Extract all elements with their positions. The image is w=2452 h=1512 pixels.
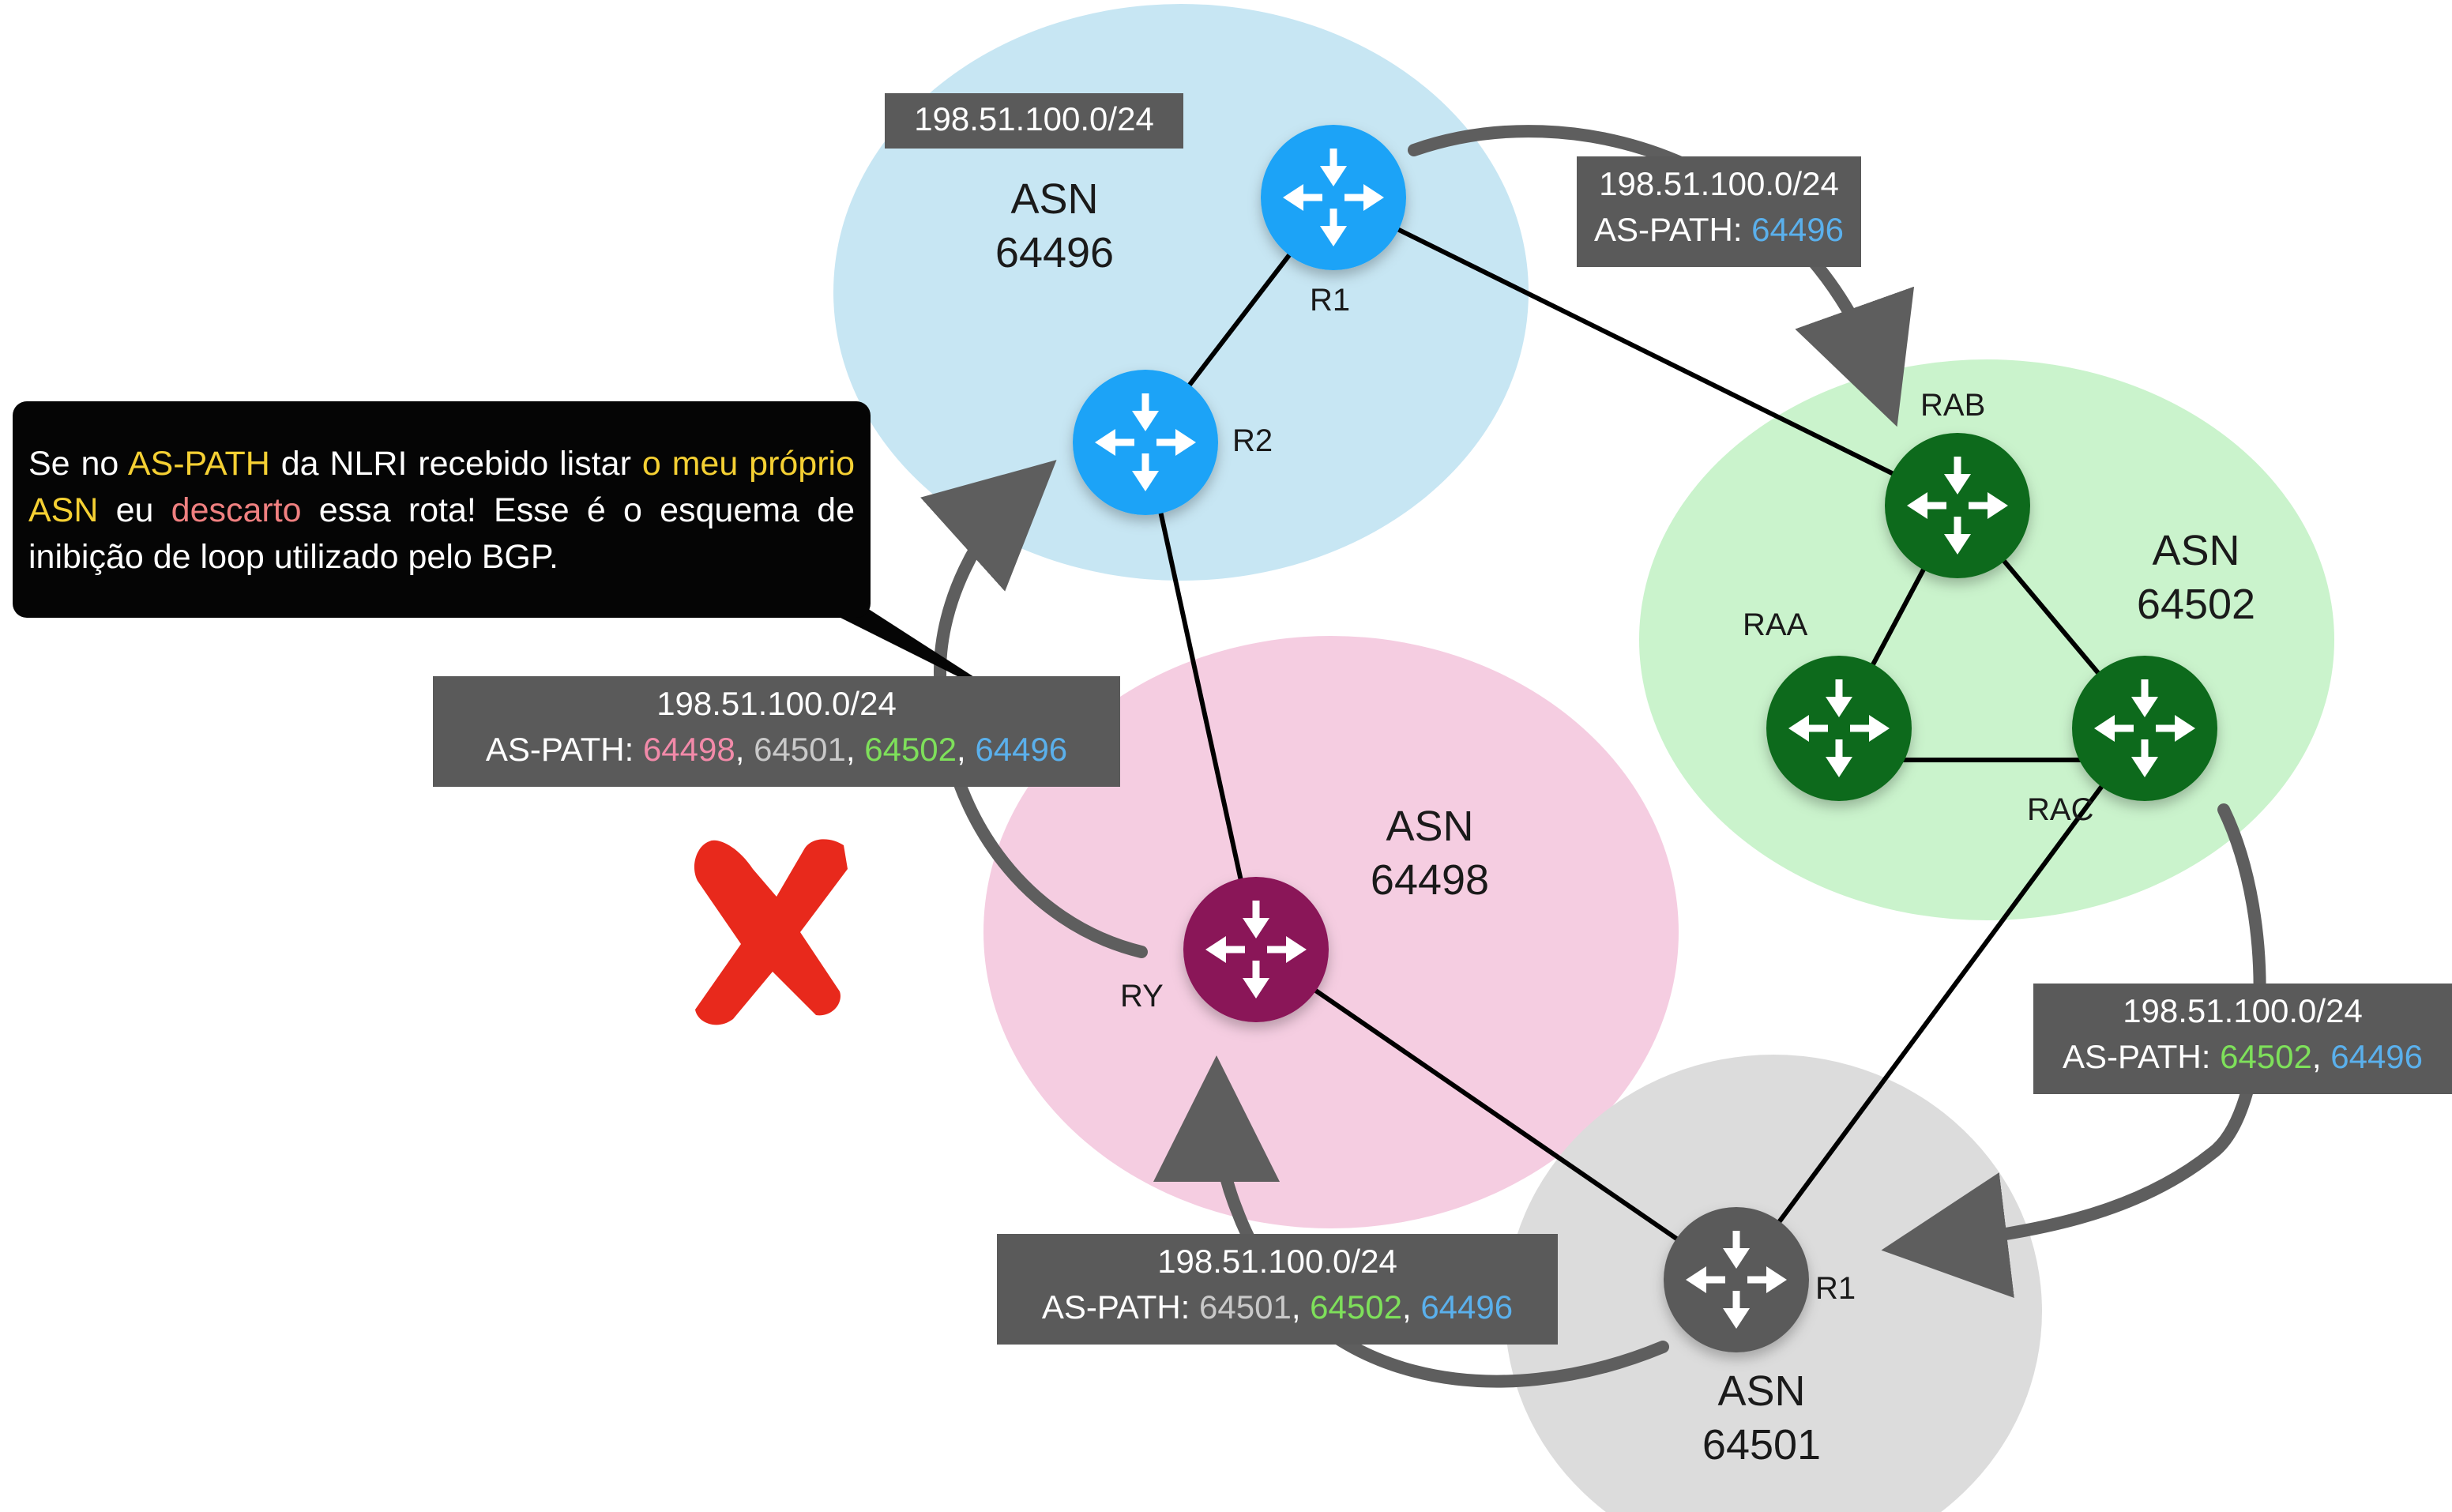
asn-text: ASN — [2152, 527, 2240, 574]
route-box-to-64501: 198.51.100.0/24 AS-PATH: 64502, 64496 — [2033, 984, 2452, 1094]
route-box-to-64496: 198.51.100.0/24 AS-PATH: 64498, 64501, 6… — [433, 676, 1120, 787]
separator: , — [1291, 1288, 1311, 1326]
separator: , — [735, 731, 754, 768]
router-arrows-icon — [2094, 679, 2195, 777]
router-label-ry: RY — [1120, 979, 1164, 1014]
route-prefix: 198.51.100.0/24 — [914, 100, 1154, 137]
separator: , — [1401, 1288, 1421, 1326]
router-label-rac: RAC — [2027, 792, 2094, 827]
router-icon — [1073, 370, 1218, 515]
callout-text: da NLRI recebido listar — [269, 445, 642, 483]
asn-text: ASN — [1010, 175, 1099, 223]
route-prefix: 198.51.100.0/24 — [2123, 992, 2363, 1029]
route-prefix: 198.51.100.0/24 — [656, 685, 897, 722]
asn-number: 64496 — [995, 229, 1115, 276]
router-raa — [1766, 656, 1912, 801]
separator: , — [957, 731, 976, 768]
as-path-label: AS-PATH: — [485, 731, 643, 768]
loop-prevention-callout: Se no AS-PATH da NLRI recebido listar o … — [13, 401, 871, 618]
asn-64498: 64498 — [642, 731, 735, 768]
asn-64496: 64496 — [975, 731, 1068, 768]
router-arrows-icon — [1205, 901, 1307, 999]
route-prefix: 198.51.100.0/24 — [1157, 1243, 1397, 1280]
separator: , — [845, 731, 865, 768]
router-icon — [1885, 433, 2030, 578]
as-path-label: AS-PATH: — [1594, 211, 1752, 248]
router-arrows-icon — [1283, 149, 1384, 246]
router-icon — [1183, 877, 1329, 1022]
router-arrows-icon — [1095, 393, 1196, 491]
link-r2-ry — [1143, 442, 1258, 950]
router-icon — [1664, 1207, 1809, 1352]
link-r1-rab — [1332, 195, 1959, 508]
router-arrows-icon — [1907, 457, 2008, 555]
asn-64501: 64501 — [1199, 1288, 1292, 1326]
router-icon — [1766, 656, 1912, 801]
router-arrows-icon — [1788, 679, 1890, 777]
callout-highlight-own-asn: o meu próprio ASN — [28, 445, 856, 529]
callout-text: Se no — [28, 445, 128, 483]
asn-64502: 64502 — [1310, 1288, 1402, 1326]
asn-64496: 64496 — [1751, 211, 1844, 248]
router-rab — [1885, 433, 2030, 578]
callout-highlight-discard: descarto — [171, 491, 302, 529]
as-path-label: AS-PATH: — [1041, 1288, 1200, 1326]
asn-64496-label: ASN 64496 — [936, 172, 1173, 280]
asn-number: 64502 — [2136, 581, 2256, 628]
asn-64502: 64502 — [2220, 1038, 2312, 1075]
router-icon — [2072, 656, 2217, 801]
arrow-64502-to-64501 — [1881, 803, 2266, 1298]
route-as-path: AS-PATH: 64498, 64501, 64502, 64496 — [449, 727, 1104, 773]
red-x-icon — [694, 839, 848, 1025]
asn-text: ASN — [1717, 1367, 1806, 1415]
router-ry — [1183, 877, 1329, 1022]
router-label-r2: R2 — [1232, 423, 1273, 458]
router-icon — [1261, 125, 1406, 270]
callout-highlight-as-path: AS-PATH — [127, 445, 270, 483]
router-label-r1-top: R1 — [1310, 283, 1351, 318]
link-ry-r1b — [1254, 947, 1738, 1282]
asn-number: 64501 — [1702, 1421, 1822, 1469]
route-box-to-64502: 198.51.100.0/24 AS-PATH: 64496 — [1577, 156, 1861, 267]
separator: , — [2311, 1038, 2331, 1075]
asn-number: 64498 — [1370, 856, 1490, 904]
asn-64501: 64501 — [754, 731, 846, 768]
asn-text: ASN — [1386, 803, 1474, 850]
asn-64502: 64502 — [864, 731, 957, 768]
asn-64498-label: ASN 64498 — [1311, 799, 1548, 907]
asn-64496: 64496 — [2330, 1038, 2424, 1075]
route-box-to-64498: 198.51.100.0/24 AS-PATH: 64501, 64502, 6… — [997, 1234, 1558, 1345]
route-as-path: AS-PATH: 64496 — [1593, 207, 1845, 253]
router-arrows-icon — [1686, 1231, 1787, 1329]
router-rac — [2072, 656, 2217, 801]
route-as-path: AS-PATH: 64502, 64496 — [2049, 1034, 2436, 1080]
route-as-path: AS-PATH: 64501, 64502, 64496 — [1013, 1284, 1542, 1330]
route-box-origin: 198.51.100.0/24 — [885, 93, 1183, 149]
router-label-r1-bottom: R1 — [1815, 1271, 1856, 1306]
link-rac-r1b — [1734, 727, 2147, 1281]
router-r1-bottom — [1664, 1207, 1809, 1352]
router-r1-top — [1261, 125, 1406, 270]
router-label-raa: RAA — [1743, 607, 1808, 642]
callout-text: essa rota! Esse é o esquema de inibição … — [28, 491, 855, 576]
route-prefix: 198.51.100.0/24 — [1599, 165, 1839, 202]
router-label-rab: RAB — [1920, 388, 1986, 423]
as-path-label: AS-PATH: — [2062, 1038, 2221, 1075]
asn-64496: 64496 — [1420, 1288, 1514, 1326]
callout-text: eu — [98, 491, 171, 529]
asn-64502-label: ASN 64502 — [2078, 524, 2315, 631]
router-r2 — [1073, 370, 1218, 515]
asn-64501-label: ASN 64501 — [1643, 1364, 1880, 1472]
